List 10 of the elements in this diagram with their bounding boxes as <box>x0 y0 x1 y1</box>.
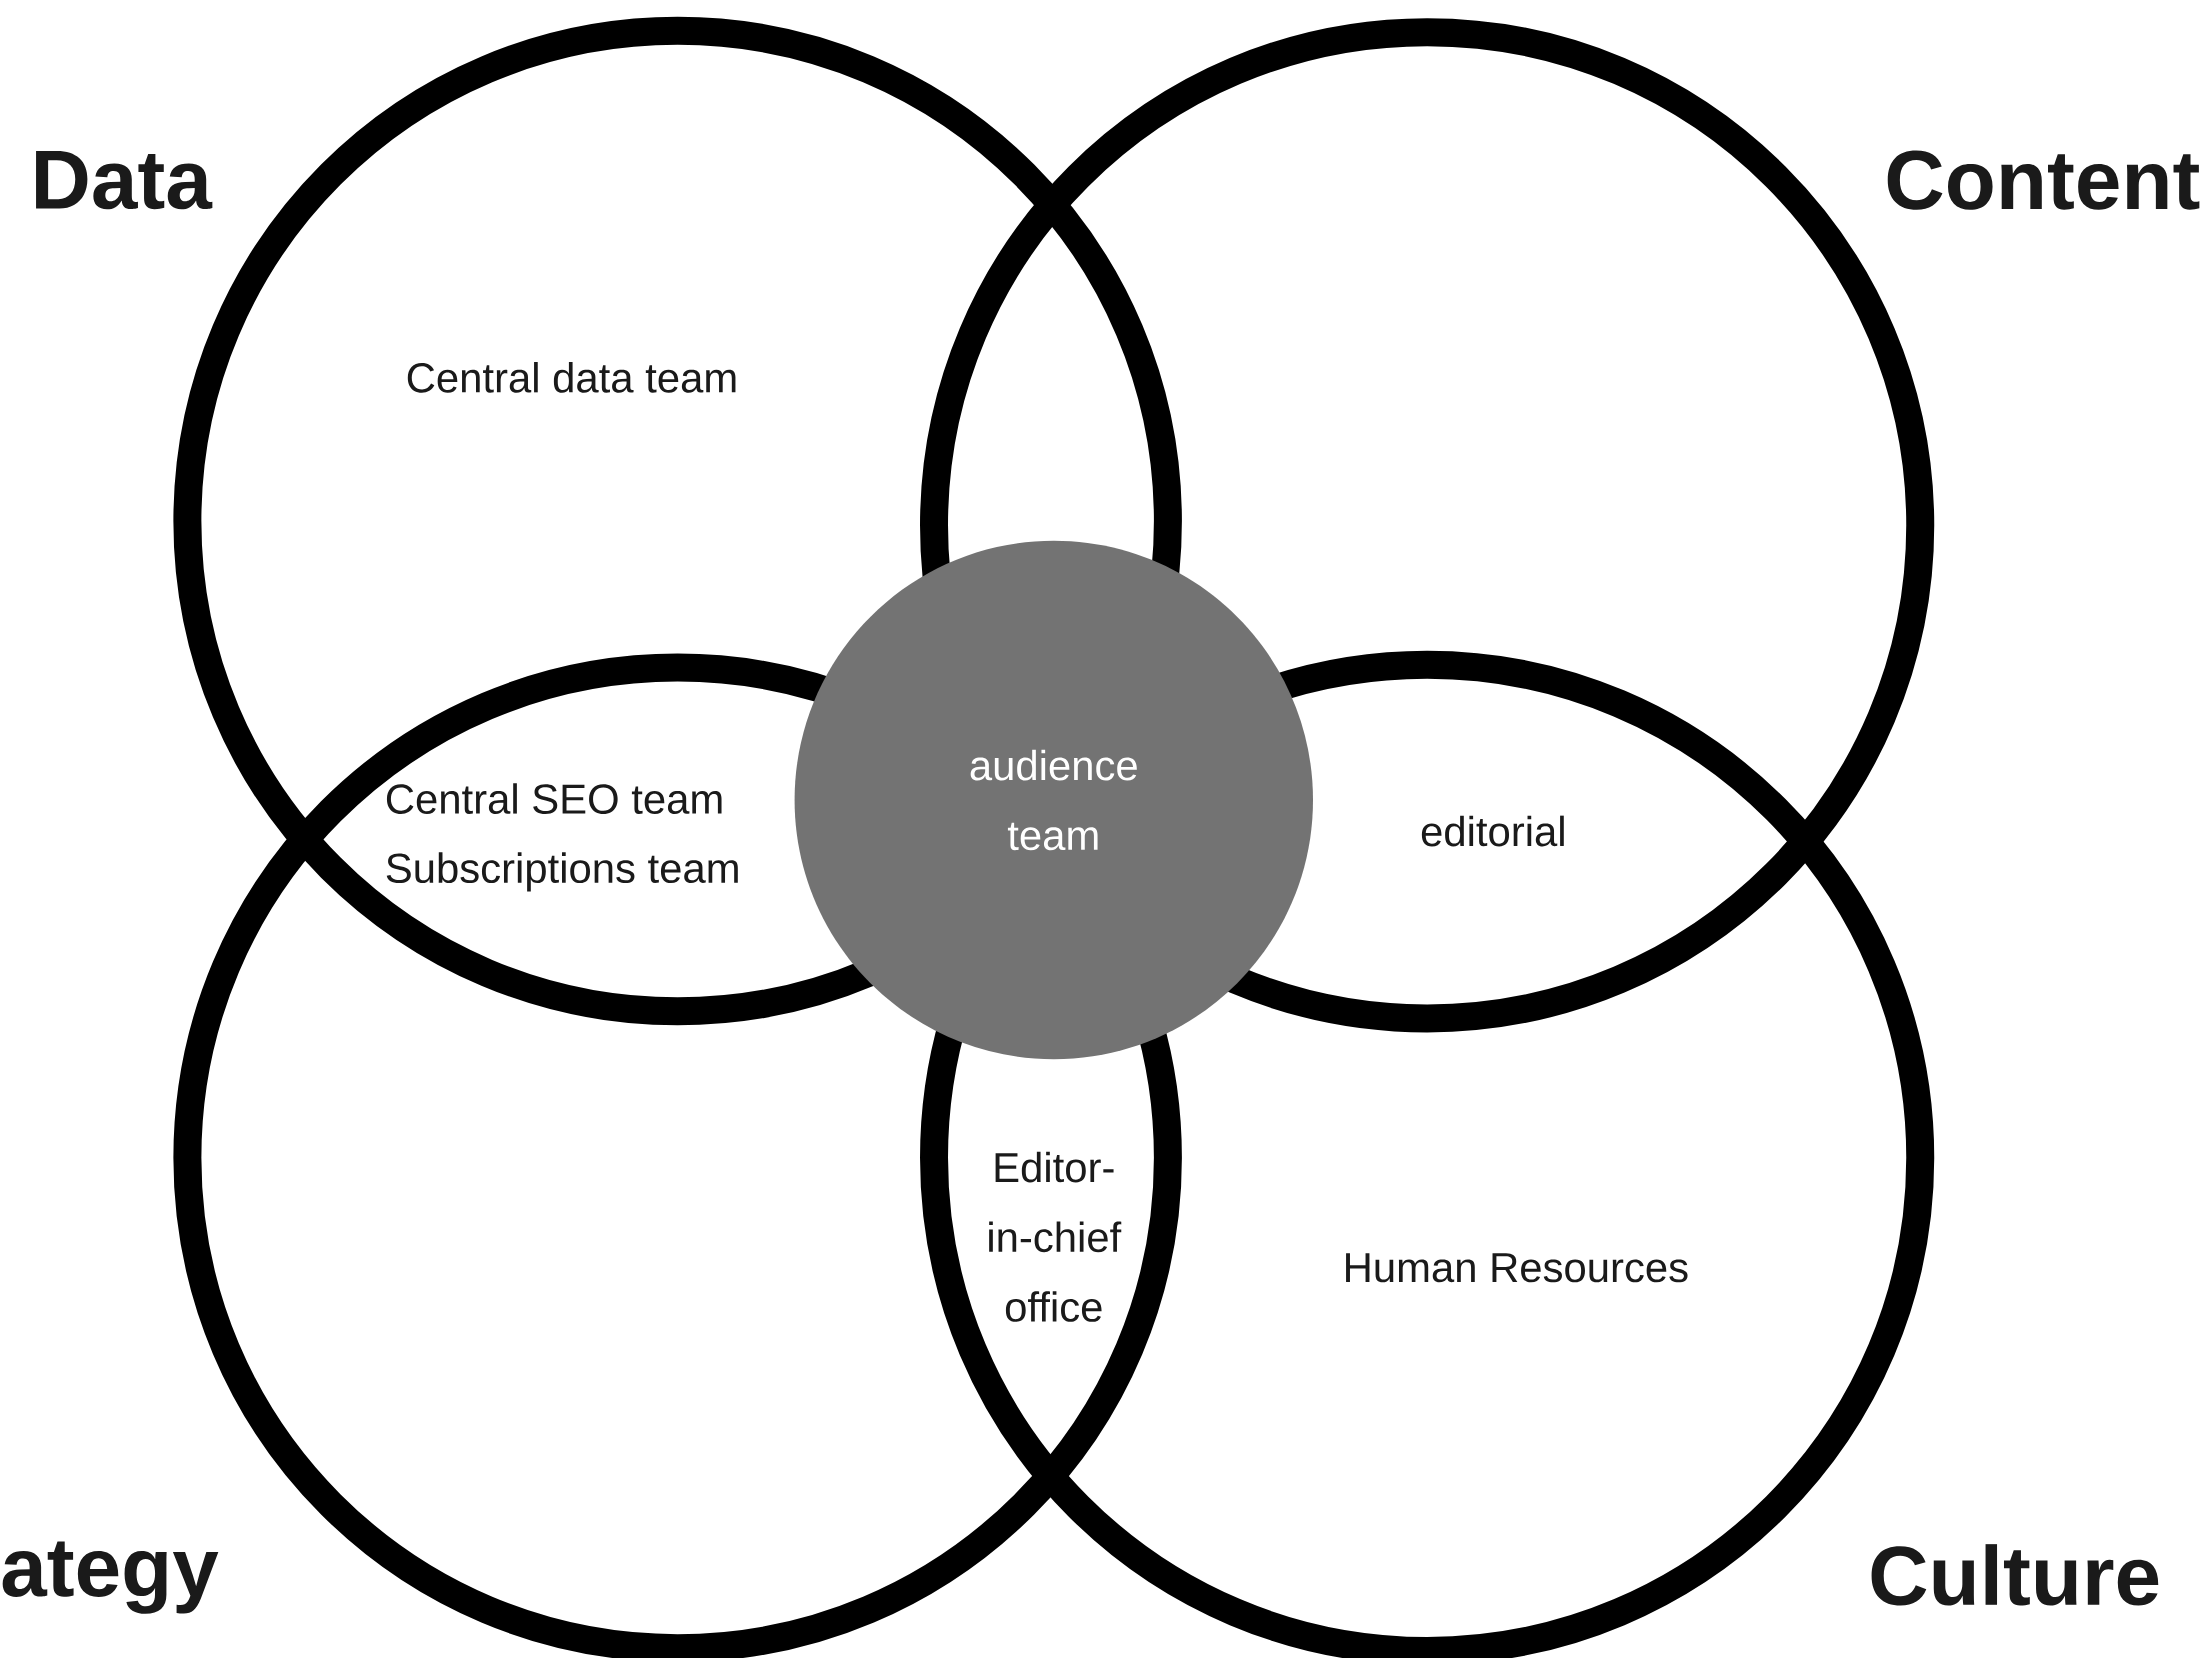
category-heading: Content <box>1887 150 2200 210</box>
team-label: Human Resources <box>1346 1253 1688 1283</box>
team-label: Editor-in-chief office <box>989 1151 1122 1322</box>
category-heading: Culture <box>1871 1544 2159 1606</box>
team-label: Central data team <box>407 362 736 393</box>
team-label: Subscriptions team <box>386 852 738 892</box>
category-heading: Data <box>36 150 213 210</box>
team-label: Central SEO team <box>386 783 722 814</box>
team-label: editorial <box>1421 815 1564 847</box>
category-heading: ategy <box>2 1541 219 1614</box>
